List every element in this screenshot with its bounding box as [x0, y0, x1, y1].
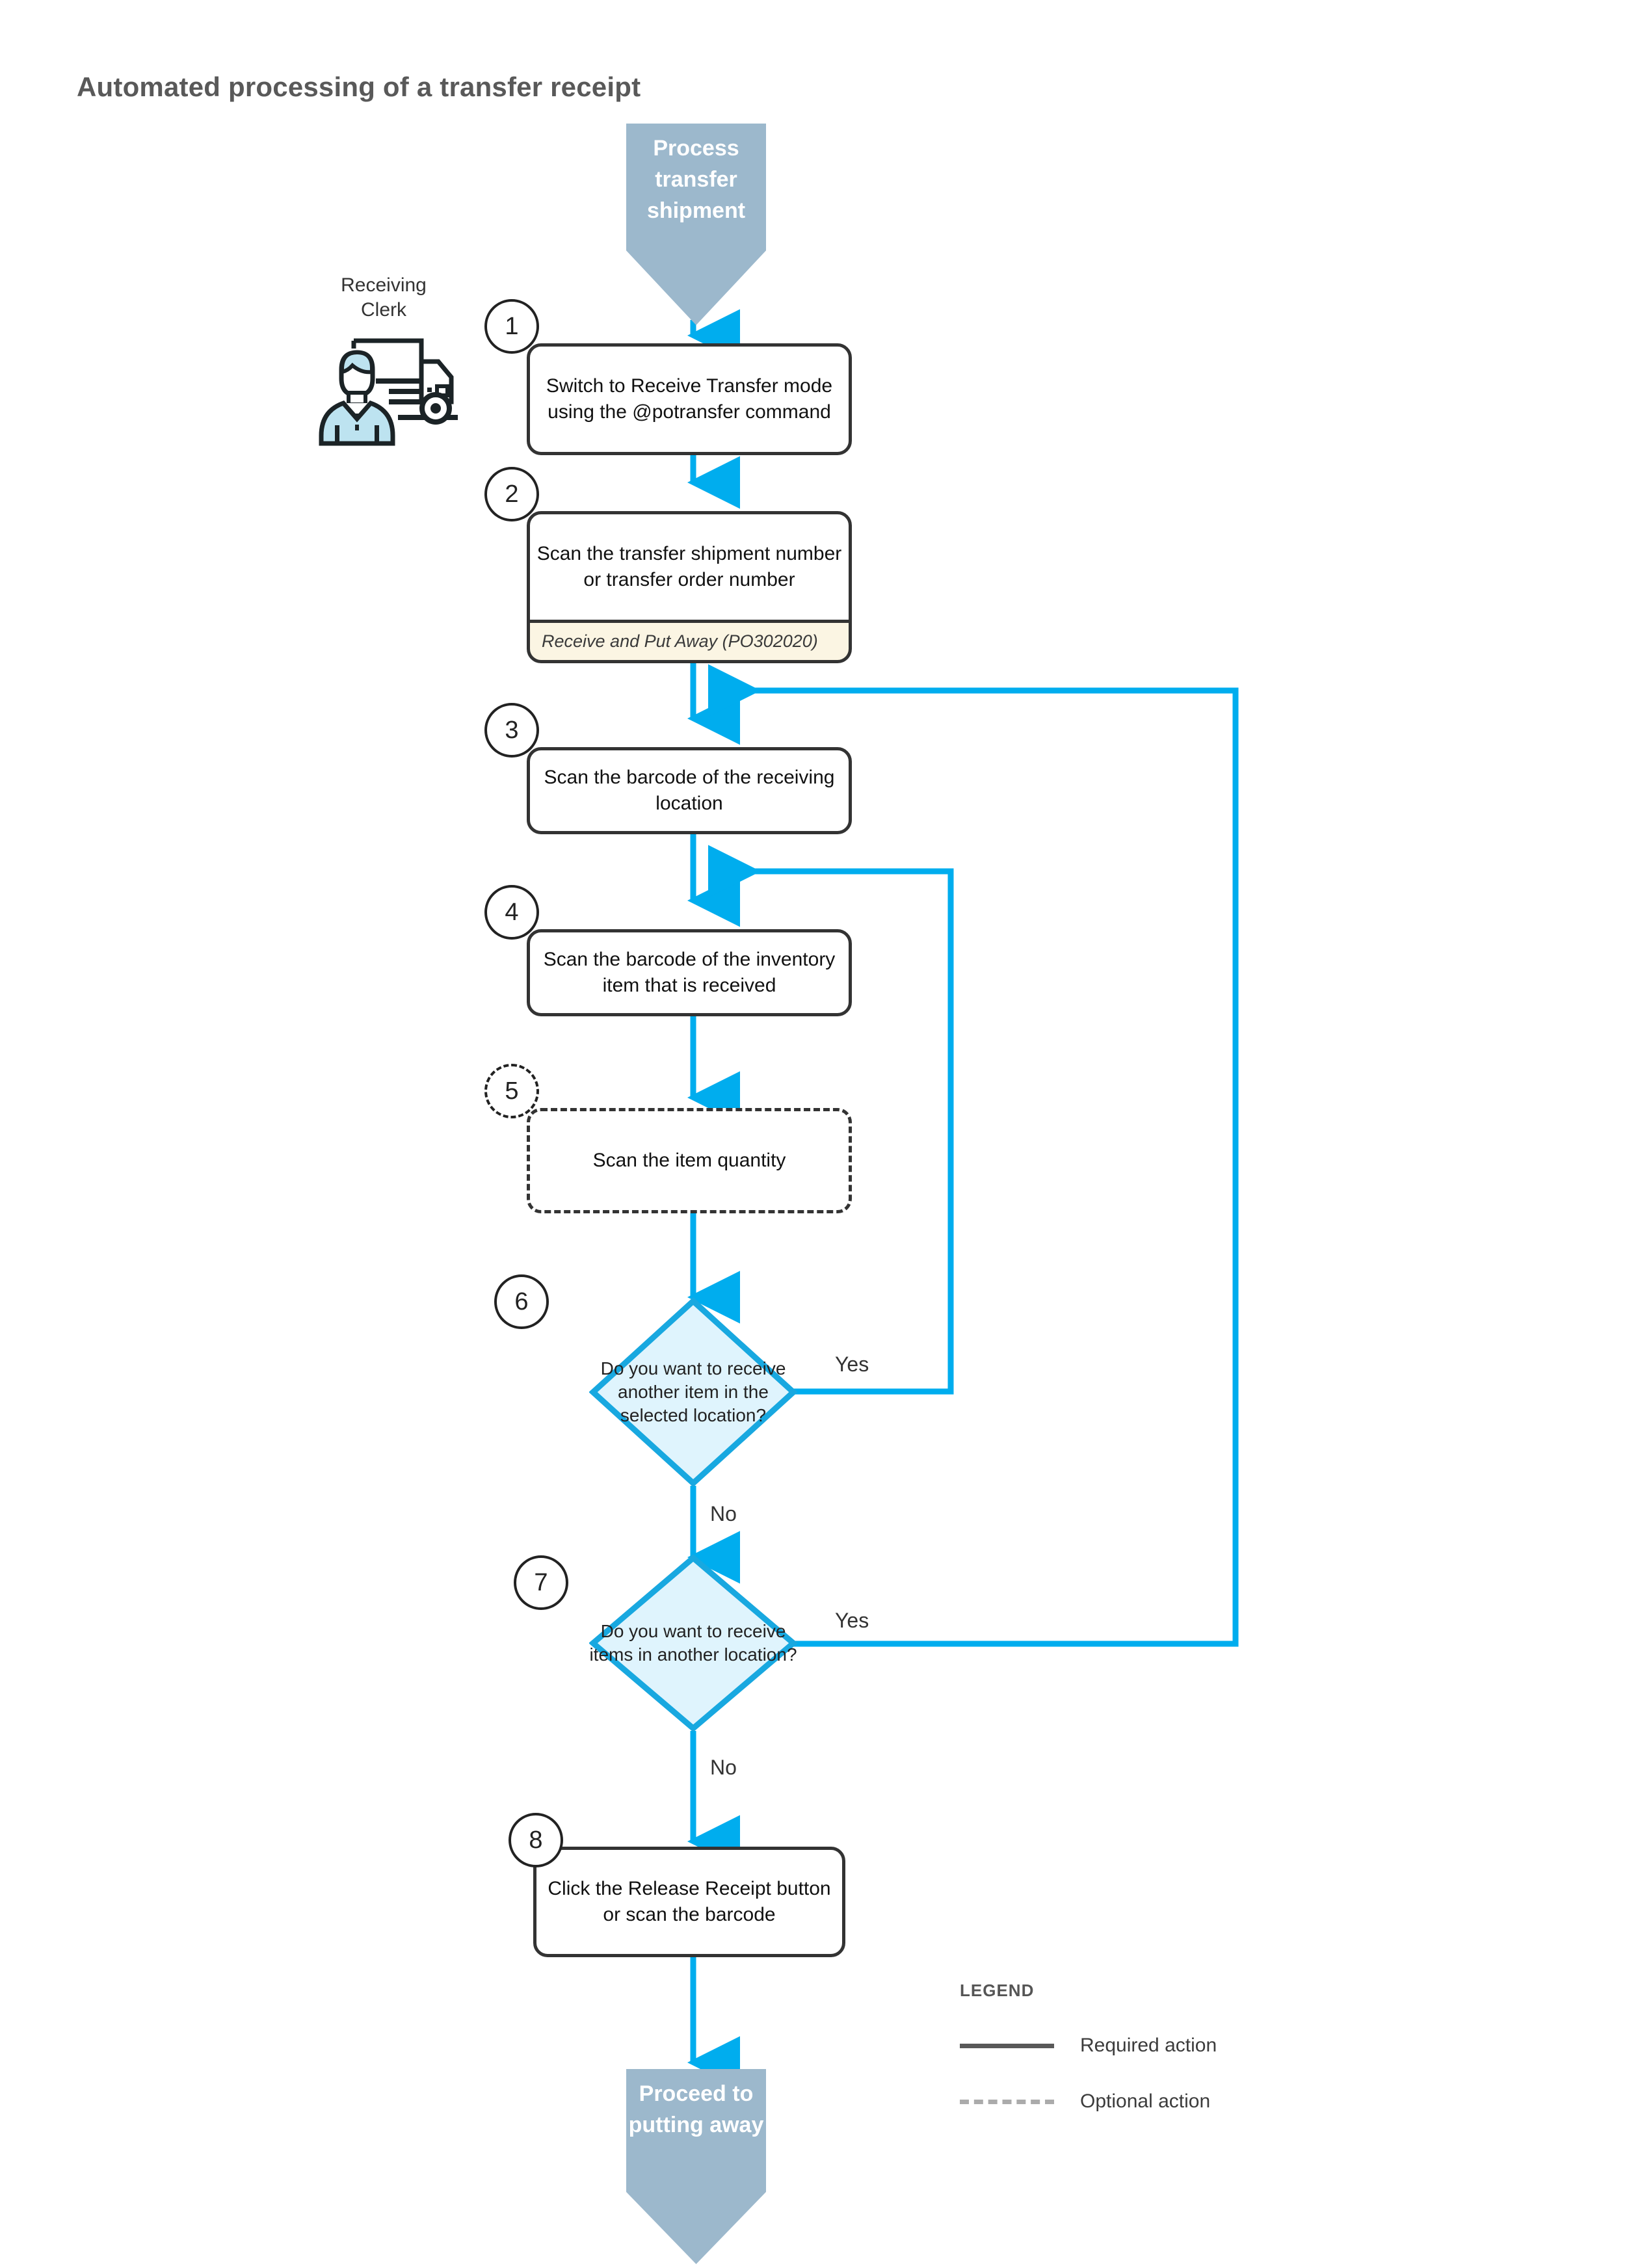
receiving-clerk-truck-icon: [319, 338, 458, 446]
decision-7-no-label: No: [710, 1756, 737, 1779]
legend-dashed-line-icon: [960, 2099, 1054, 2104]
legend-solid-line-icon: [960, 2043, 1054, 2048]
decision-6-no-label: No: [710, 1502, 737, 1525]
decision-7[interactable]: Do you want to receive items in another …: [589, 1554, 797, 1732]
legend-label-optional: Optional action: [1080, 2090, 1211, 2112]
step-box-5[interactable]: Scan the item quantity: [527, 1108, 852, 1213]
step-note-2: Receive and Put Away (PO302020): [527, 623, 852, 663]
end-terminator-label: Proceed to putting away: [628, 2081, 764, 2137]
step-text-8: Click the Release Receipt button or scan…: [548, 1878, 831, 1925]
step-box-8[interactable]: Click the Release Receipt button or scan…: [533, 1847, 845, 1957]
step-box-3[interactable]: Scan the barcode of the receiving locati…: [527, 747, 852, 834]
step-text-2: Scan the transfer shipment number or tra…: [536, 543, 842, 590]
step-note-text-2: Receive and Put Away (PO302020): [542, 631, 818, 651]
decision-6-yes-label: Yes: [835, 1352, 869, 1376]
decision-7-yes-label: Yes: [835, 1609, 869, 1632]
step-box-2[interactable]: Scan the transfer shipment number or tra…: [527, 511, 852, 623]
step-text-3: Scan the barcode of the receiving locati…: [544, 767, 835, 814]
decision-text-6: Do you want to receive another item in t…: [600, 1358, 786, 1425]
decision-badge-6: 6: [494, 1274, 549, 1329]
legend-title: LEGEND: [960, 1981, 1035, 2000]
step-text-1: Switch to Receive Transfer mode using th…: [546, 375, 833, 423]
role-label-line2: Clerk: [360, 299, 406, 321]
legend-item-required: Required action: [960, 2035, 1324, 2057]
start-terminator-label: Process transfer shipment: [646, 136, 746, 223]
page-title: Automated processing of a transfer recei…: [77, 72, 641, 102]
legend-item-optional: Optional action: [960, 2090, 1324, 2113]
decision-text-7: Do you want to receive items in another …: [589, 1621, 797, 1665]
role-label-line1: Receiving: [341, 274, 427, 296]
step-text-4: Scan the barcode of the inventory item t…: [543, 949, 836, 996]
decision-badge-7: 7: [514, 1555, 568, 1610]
step-badge-1: 1: [484, 299, 539, 354]
step-text-5: Scan the item quantity: [592, 1150, 786, 1171]
legend-label-required: Required action: [1080, 2035, 1217, 2056]
role-label: Receiving Clerk: [325, 273, 442, 323]
step-badge-8: 8: [509, 1813, 563, 1867]
legend: LEGEND Required action Optional action: [960, 1981, 1324, 2113]
step-badge-4: 4: [484, 885, 539, 940]
step-badge-5: 5: [484, 1064, 539, 1118]
step-box-4[interactable]: Scan the barcode of the inventory item t…: [527, 929, 852, 1016]
step-badge-3: 3: [484, 703, 539, 758]
decision-6[interactable]: Do you want to receive another item in t…: [589, 1297, 797, 1487]
step-box-1[interactable]: Switch to Receive Transfer mode using th…: [527, 343, 852, 455]
step-badge-2: 2: [484, 467, 539, 521]
